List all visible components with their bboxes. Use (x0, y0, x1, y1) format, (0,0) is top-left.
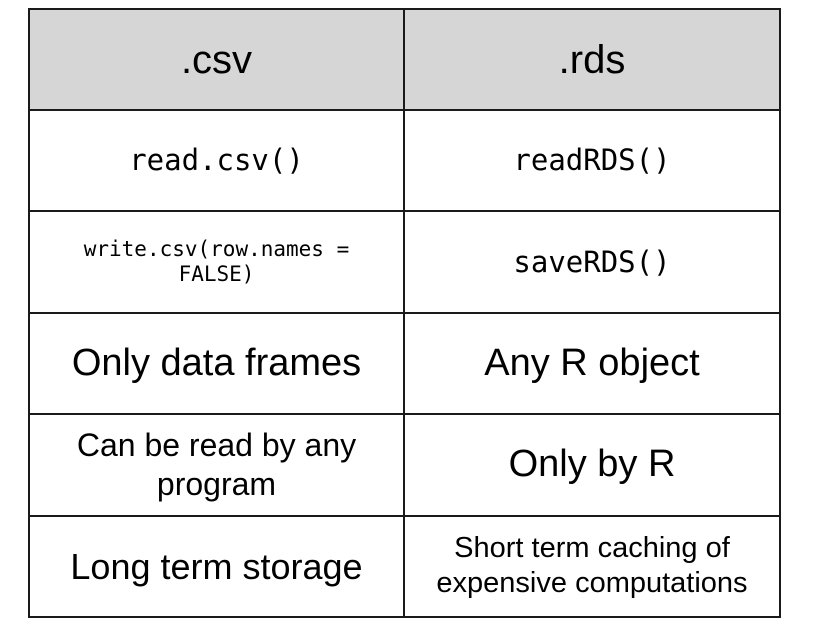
table-row: Only data frames Any R object (28, 311, 781, 416)
cell-write-csv: write.csv(row.names = FALSE) (28, 210, 405, 314)
cell-only-by-r: Only by R (403, 413, 781, 517)
header-row: .csv .rds (28, 8, 781, 111)
cell-read-csv: read.csv() (28, 108, 405, 213)
cell-read-rds: readRDS() (403, 108, 781, 213)
cell-save-rds: saveRDS() (403, 210, 781, 314)
cell-any-r-object: Any R object (403, 311, 781, 416)
table-row: Long term storage Short term caching of … (28, 514, 781, 619)
header-csv: .csv (28, 8, 405, 111)
header-rds: .rds (403, 8, 781, 111)
cell-only-data-frames: Only data frames (28, 311, 405, 416)
comparison-table: .csv .rds read.csv() readRDS() write.csv… (28, 8, 781, 619)
cell-short-term-caching: Short term caching of expensive computat… (403, 514, 781, 619)
cell-long-term-storage: Long term storage (28, 514, 405, 619)
table-row: read.csv() readRDS() (28, 108, 781, 213)
table-row: write.csv(row.names = FALSE) saveRDS() (28, 210, 781, 314)
table-row: Can be read by any program Only by R (28, 413, 781, 517)
cell-read-by-any-program: Can be read by any program (28, 413, 405, 517)
